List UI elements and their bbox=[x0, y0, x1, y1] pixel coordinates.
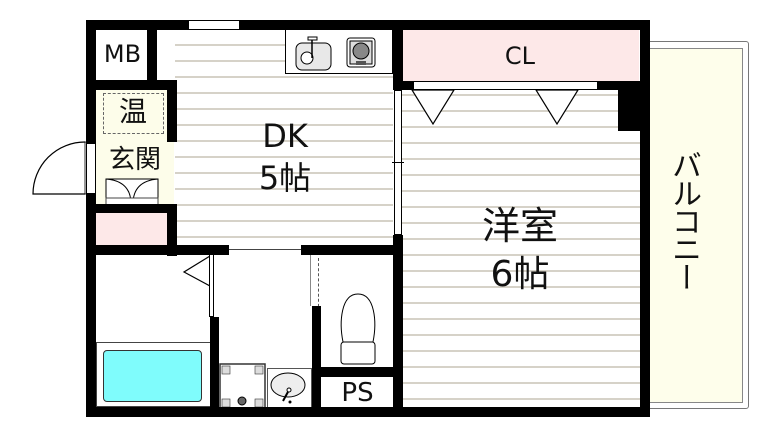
washbasin-icon bbox=[267, 368, 312, 409]
wall-right bbox=[640, 20, 650, 417]
wall-storage-right bbox=[167, 204, 177, 256]
wall-center-top bbox=[393, 20, 403, 90]
western-room-size: 6帖 bbox=[490, 254, 550, 295]
bath-door-frame bbox=[209, 254, 214, 317]
western-room-floor bbox=[400, 80, 640, 410]
bath-door-icon bbox=[182, 254, 211, 288]
wall-bottom bbox=[86, 407, 650, 417]
pipe-space bbox=[322, 377, 393, 407]
toilet-door-frame bbox=[310, 254, 314, 306]
toilet-icon bbox=[340, 293, 376, 365]
entrance-door-icon bbox=[32, 141, 90, 195]
washing-machine-pan-icon bbox=[219, 363, 266, 410]
water-heater-box bbox=[103, 93, 164, 134]
wall-top-right bbox=[240, 20, 650, 30]
pillar bbox=[618, 81, 643, 131]
closet-door-icon bbox=[410, 89, 580, 126]
sliding-door-handle bbox=[392, 162, 404, 163]
meter-box-label: MB bbox=[103, 40, 142, 68]
wall-mid-horizontal-left bbox=[86, 245, 229, 255]
wall-entrance-right bbox=[167, 80, 177, 142]
pipe-space-label: PS bbox=[341, 378, 374, 408]
closet-door-track bbox=[413, 81, 598, 90]
dining-kitchen-size: 5帖 bbox=[258, 159, 312, 197]
storage-pink bbox=[96, 213, 168, 245]
dining-kitchen-label: DK bbox=[262, 117, 308, 155]
kitchen-sink-icon bbox=[295, 36, 332, 71]
entrance-door-opening bbox=[86, 143, 96, 194]
washroom-opening bbox=[229, 249, 301, 251]
closet-label: CL bbox=[504, 42, 536, 70]
closet bbox=[402, 29, 639, 81]
balcony-label: バルコニー bbox=[666, 150, 701, 290]
wall-closet-bottom-left bbox=[393, 81, 413, 90]
wall-storage-top bbox=[86, 204, 177, 213]
wall-mid-horizontal-right bbox=[301, 245, 403, 255]
wall-center-lower bbox=[393, 235, 403, 415]
shoe-cabinet-icon bbox=[105, 178, 159, 207]
wall-bath-right bbox=[210, 317, 219, 412]
water-heater-label: 温 bbox=[118, 95, 147, 128]
top-window bbox=[188, 20, 240, 30]
wall-mb-right bbox=[147, 20, 157, 83]
wall-left-lower bbox=[86, 194, 96, 416]
wall-toilet-left bbox=[312, 306, 321, 412]
balcony bbox=[645, 48, 743, 403]
wall-ps-top bbox=[312, 367, 400, 377]
western-room-label: 洋室 bbox=[481, 204, 558, 248]
wall-top-left bbox=[86, 20, 188, 30]
gas-stove-icon bbox=[346, 37, 376, 68]
entrance-label: 玄関 bbox=[108, 145, 161, 175]
wall-mb-bottom bbox=[86, 80, 177, 90]
bathtub-icon bbox=[103, 350, 202, 402]
